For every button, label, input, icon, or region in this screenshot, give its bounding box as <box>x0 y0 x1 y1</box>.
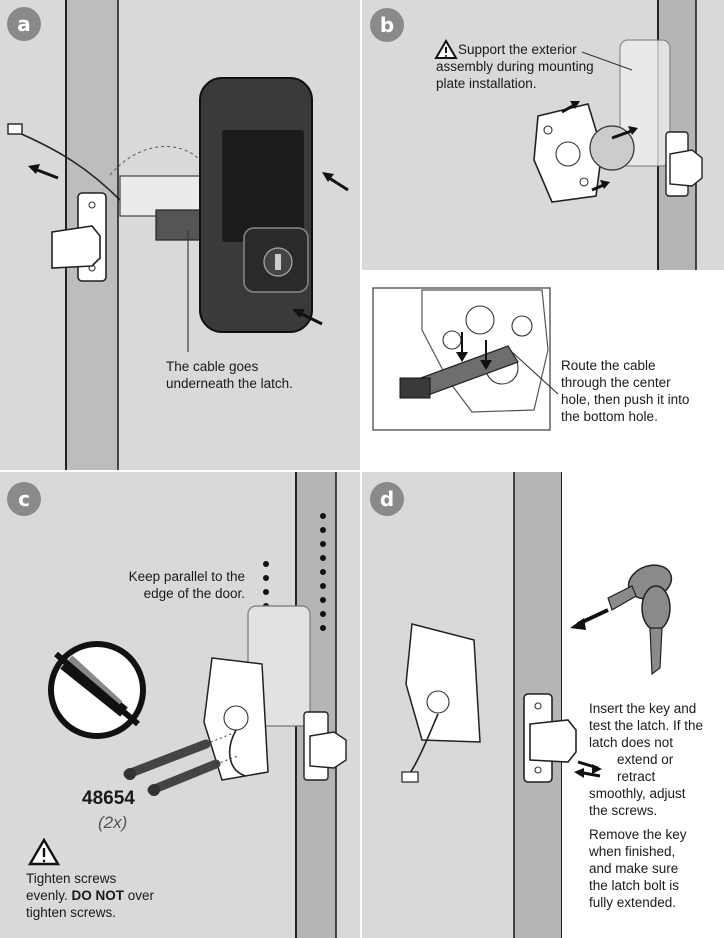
route-line: hole, then push it into <box>561 392 690 407</box>
cable-loop <box>228 729 247 777</box>
mounting-plate <box>533 103 603 203</box>
cable-caption: The cable goes underneath the latch. <box>166 358 293 392</box>
route-line: Route the cable <box>561 358 656 373</box>
warning-line: assembly during mounting <box>436 59 594 74</box>
step-badge-c: c <box>7 482 41 516</box>
tighten-line: tighten screws. <box>26 905 117 920</box>
remove-line: when finished, <box>589 844 676 859</box>
part-number: 48654 <box>82 788 135 809</box>
latch-bolt <box>529 719 577 763</box>
insert-line: latch does not <box>589 735 674 750</box>
key-illustration <box>607 564 673 676</box>
exterior-assembly-ghost <box>619 39 671 167</box>
panel-b-top: b Support the exterior assembly during m… <box>362 0 724 270</box>
insert-line: Insert the key and <box>589 701 697 716</box>
divider-vertical <box>360 0 362 938</box>
parallel-line: edge of the door. <box>143 586 245 601</box>
tighten-screws-warning: Tighten screws evenly. DO NOT over tight… <box>26 870 154 921</box>
mounting-plate <box>405 623 481 743</box>
cable-connector <box>7 123 23 135</box>
cable-route-illustration <box>372 287 559 431</box>
insert-key-instruction: Insert the key and test the latch. If th… <box>589 700 703 819</box>
ribbon-connector <box>399 377 431 399</box>
warning-line: Support the exterior <box>458 42 577 57</box>
step-badge-d: d <box>370 482 404 516</box>
tighten-suffix: over <box>124 888 155 903</box>
remove-line: the latch bolt is <box>589 878 680 893</box>
tighten-line: Tighten screws <box>26 871 117 886</box>
panel-d: d Insert the key and test the latch. If … <box>362 472 724 938</box>
part-quantity: (2x) <box>98 813 128 832</box>
insert-line: extend or <box>617 752 674 767</box>
cable <box>11 129 121 201</box>
panel-d-illustration <box>401 472 724 938</box>
mounting-screws <box>123 731 239 796</box>
insert-line: test the latch. If the <box>589 718 704 733</box>
support-warning-text: Support the exterior assembly during mou… <box>436 41 594 92</box>
panel-c-illustration <box>27 472 347 938</box>
step-badge-a: a <box>7 7 41 41</box>
insert-line: smoothly, adjust <box>589 786 686 801</box>
caption-line: underneath the latch. <box>166 376 293 391</box>
remove-line: and make sure <box>589 861 679 876</box>
no-power-drill-icon <box>48 641 146 739</box>
caption-line: The cable goes <box>166 359 259 374</box>
route-cable-text: Route the cable through the center hole,… <box>561 357 689 425</box>
panel-a-illustration <box>7 0 349 470</box>
insert-line: retract <box>617 769 656 784</box>
parallel-line: Keep parallel to the <box>128 569 245 584</box>
panel-c: c Keep parallel to the edge of the door.… <box>0 472 360 938</box>
route-line: through the center <box>561 375 671 390</box>
tighten-line: evenly. DO NOT over <box>26 887 154 904</box>
panel-b-illustration <box>434 0 703 270</box>
tighten-prefix: evenly. <box>26 888 72 903</box>
parallel-instruction: Keep parallel to the edge of the door. <box>105 568 245 602</box>
latch-bolt <box>51 225 101 269</box>
divider-horizontal <box>0 470 724 472</box>
step-badge-b: b <box>370 8 404 42</box>
remove-key-instruction: Remove the key when finished, and make s… <box>589 826 687 911</box>
route-line: the bottom hole. <box>561 409 658 424</box>
warning-line: plate installation. <box>436 76 537 91</box>
do-not-emphasis: DO NOT <box>71 888 125 903</box>
keypad-screen <box>222 130 304 242</box>
panel-a: a The cable goes underneath the latch. <box>0 0 360 470</box>
insert-line: the screws. <box>589 803 658 818</box>
panel-b-bottom: Route the cable through the center hole,… <box>362 270 724 470</box>
remove-line: fully extended. <box>589 895 677 910</box>
remove-line: Remove the key <box>589 827 687 842</box>
